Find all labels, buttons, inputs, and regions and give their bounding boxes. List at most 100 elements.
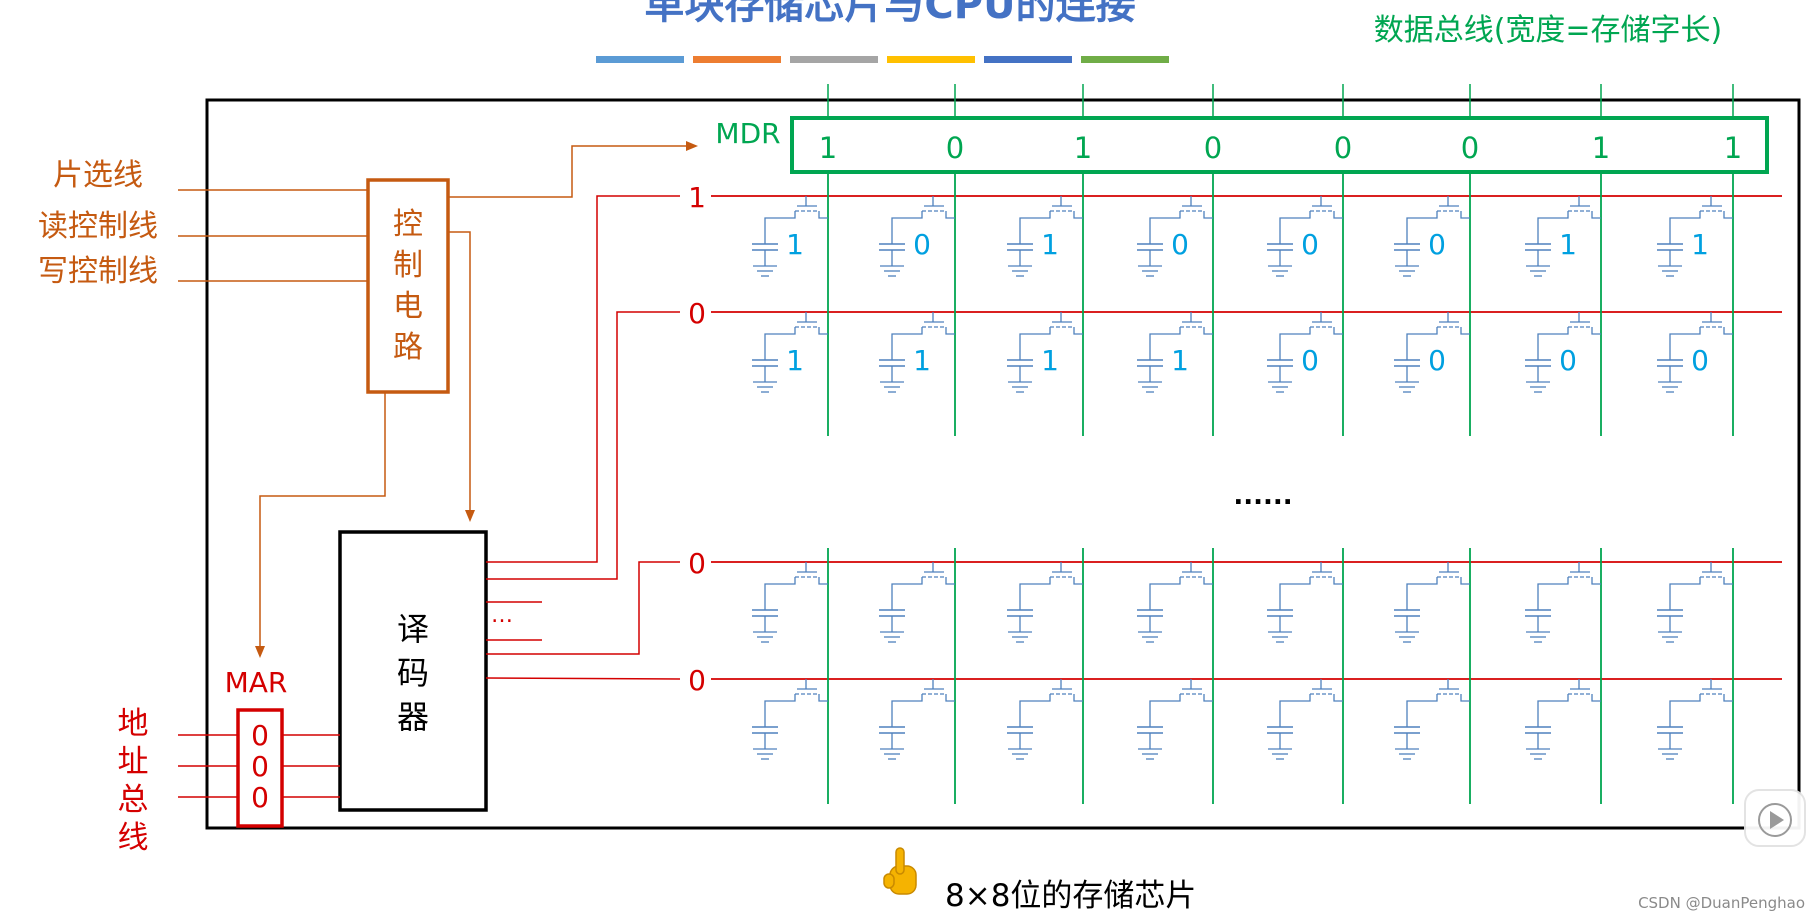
address-bus-char: 址 [118, 744, 149, 780]
control-line-label: 片选线 [53, 158, 143, 193]
mdr-bit: 0 [946, 131, 964, 165]
mar-bit: 0 [251, 719, 269, 752]
control-circuit-char: 电 [393, 289, 423, 324]
cell-bit-value: 0 [1428, 228, 1446, 261]
cell-bit-value: 1 [1041, 228, 1059, 261]
control-to-mar-arrow [255, 646, 265, 658]
mar-bit: 0 [251, 750, 269, 783]
cell-bit-value: 1 [913, 344, 931, 377]
title-underline-segment [596, 56, 684, 63]
memory-cell: 1 [1007, 196, 1083, 277]
mdr-bit: 1 [819, 131, 837, 165]
mdr-bit: 0 [1334, 131, 1352, 165]
title-underline-segment [984, 56, 1072, 63]
memory-cell [1657, 562, 1733, 643]
decoder-to-word-line [486, 195, 680, 563]
title-underline-segment [790, 56, 878, 63]
control-to-decoder-arrow [465, 510, 475, 522]
memory-cell: 1 [1657, 196, 1733, 277]
cell-bit-value: 1 [786, 344, 804, 377]
decoder-to-word-line [485, 677, 681, 680]
memory-cell [1137, 562, 1213, 643]
memory-cell: 0 [1657, 312, 1733, 393]
control-line-label: 读控制线 [38, 209, 158, 244]
memory-cell: 1 [879, 312, 955, 393]
decoder-char: 器 [397, 698, 429, 736]
bit-lines [827, 172, 1734, 804]
control-circuit-char: 控 [393, 207, 423, 242]
cell-bit-value: 0 [1301, 344, 1319, 377]
memory-cell [1007, 679, 1083, 760]
mar-bit: 0 [251, 781, 269, 814]
memory-cell: 0 [1267, 196, 1343, 277]
cell-bit-value: 0 [913, 228, 931, 261]
title-underline-segment [1081, 56, 1169, 63]
memory-cell [1394, 562, 1470, 643]
memory-cell: 0 [879, 196, 955, 277]
caption: 8×8位的存储芯片 [945, 878, 1196, 914]
data-bus-label: 数据总线(宽度=存储字长) [1374, 13, 1723, 48]
memory-cell [1394, 679, 1470, 760]
mar-label: MAR [225, 666, 288, 699]
address-bus-char: 地 [118, 706, 149, 742]
cell-bit-value: 0 [1171, 228, 1189, 261]
control-circuit-char: 路 [393, 330, 423, 365]
cell-bit-value: 1 [1041, 344, 1059, 377]
mdr-label: MDR [715, 117, 780, 150]
memory-cell: 0 [1394, 196, 1470, 277]
address-bus-char: 线 [118, 820, 149, 856]
data-bus-lines [827, 84, 1734, 118]
mar-register [236, 708, 284, 828]
play-icon [1758, 803, 1792, 837]
memory-cell: 1 [1525, 196, 1601, 277]
memory-cell [752, 562, 828, 643]
memory-cell: 0 [1137, 196, 1213, 277]
word-line-value: 1 [688, 181, 706, 214]
decoder-to-word-line [486, 311, 680, 580]
rows-ellipsis: ...... [1233, 481, 1292, 511]
control-to-decoder-line [448, 231, 471, 512]
page-title: 单块存储芯片与CPU的连接 [644, 0, 1135, 28]
title-underline-segment [887, 56, 975, 63]
decoder-char: 码 [397, 654, 429, 692]
memory-cell [1267, 679, 1343, 760]
memory-cell: 0 [1267, 312, 1343, 393]
decoder-ellipsis: … [491, 603, 513, 628]
memory-cell: 1 [1137, 312, 1213, 393]
mdr-bit: 1 [1724, 131, 1742, 165]
memory-cell [879, 562, 955, 643]
cell-bit-value: 0 [1559, 344, 1577, 377]
memory-cell [1007, 562, 1083, 643]
memory-cell [1267, 562, 1343, 643]
control-to-mdr-line [448, 145, 690, 198]
mdr-bit: 0 [1204, 131, 1222, 165]
word-line-value: 0 [688, 297, 706, 330]
cell-bit-value: 0 [1691, 344, 1709, 377]
watermark: CSDN @DuanPenghao [1638, 894, 1805, 912]
control-to-mar-line [259, 392, 386, 648]
memory-cell [1525, 679, 1601, 760]
word-line-value: 0 [688, 547, 706, 580]
title-underline-segment [693, 56, 781, 63]
memory-cell [1525, 562, 1601, 643]
play-button[interactable] [1744, 789, 1806, 847]
title-underline [596, 56, 1169, 63]
cell-bit-value: 1 [1559, 228, 1577, 261]
memory-cell: 0 [1394, 312, 1470, 393]
mdr-register [790, 116, 1769, 174]
mdr-bit: 1 [1592, 131, 1610, 165]
address-bus-char: 总 [118, 782, 149, 818]
memory-cell: 1 [1007, 312, 1083, 393]
control-line-label: 写控制线 [38, 254, 158, 289]
memory-cell [752, 679, 828, 760]
chip-outline [205, 98, 1801, 830]
memory-cell: 1 [752, 312, 828, 393]
